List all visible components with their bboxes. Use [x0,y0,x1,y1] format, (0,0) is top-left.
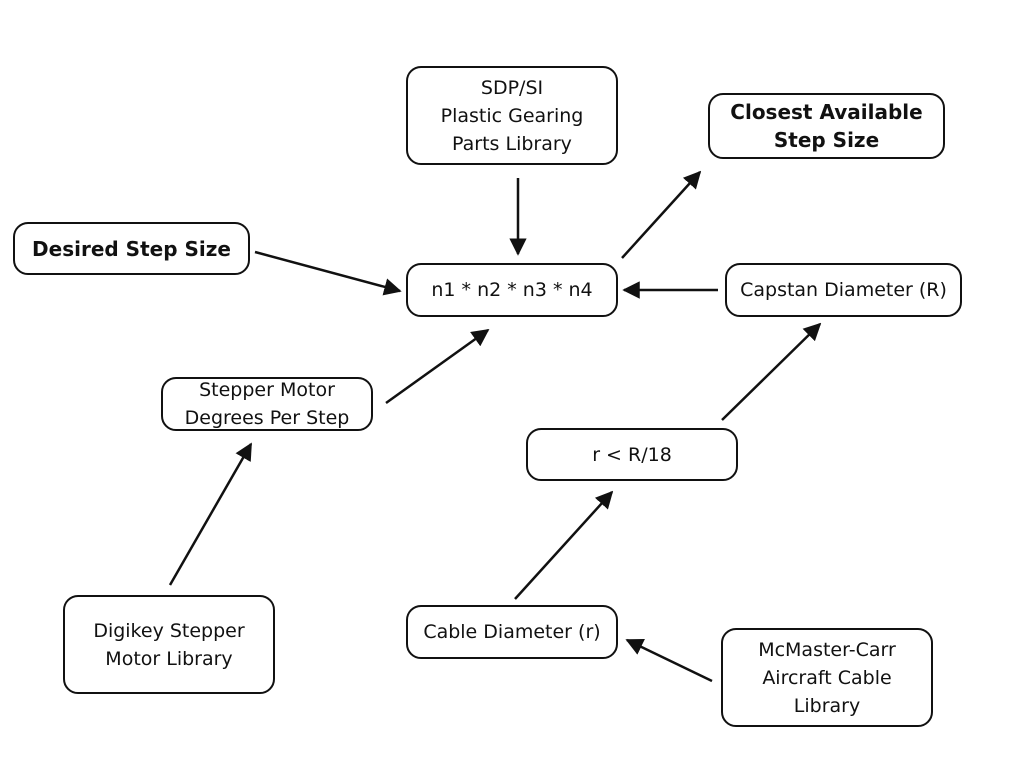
node-digikey-line-2: Motor Library [105,647,233,670]
node-mcmaster-line-3: Library [793,694,861,717]
node-ratio-line-1: r < R/18 [592,443,672,466]
arrow-digikey-to-stepper [168,442,253,586]
arrow-ratio-to-capstan [721,322,822,421]
node-sdp-line-3: Parts Library [452,132,572,155]
arrow-stepper-to-product [385,328,490,405]
node-cable-line-1: Cable Diameter (r) [423,621,601,643]
node-stepper-motor-degrees-per-step: Stepper Motor Degrees Per Step [161,377,373,431]
node-sdp-line-2: Plastic Gearing [440,104,584,127]
node-capstan-line-1: Capstan Diameter (R) [740,279,947,301]
node-sdp-line-1: SDP/SI [480,76,544,99]
node-closest-line-1: Closest Available [730,100,923,124]
node-cable-constraint: r < R/18 [526,428,738,481]
arrow-desired-to-product [254,250,402,296]
arrow-cable-to-ratio [514,490,614,600]
node-sdp-si-plastic-gearing-library: SDP/SI Plastic Gearing Parts Library [406,66,618,165]
node-stepper-line-1: Stepper Motor [199,379,335,401]
node-desired-line-1: Desired Step Size [32,236,231,261]
node-gear-ratio-product: n1 * n2 * n3 * n4 [406,263,618,317]
node-product-line-1: n1 * n2 * n3 * n4 [431,279,593,301]
node-desired-step-size: Desired Step Size [13,222,250,275]
node-capstan-diameter: Capstan Diameter (R) [725,263,962,317]
node-mcmaster-line-2: Aircraft Cable [762,666,892,689]
node-closest-available-step-size: Closest Available Step Size [708,93,945,159]
arrow-mcmaster-to-cable [625,638,713,683]
node-stepper-line-2: Degrees Per Step [184,407,350,429]
node-digikey-line-1: Digikey Stepper [93,619,245,642]
node-closest-line-2: Step Size [773,128,880,152]
node-mcmaster-line-1: McMaster-Carr [758,638,896,661]
node-cable-diameter: Cable Diameter (r) [406,605,618,659]
node-mcmaster-carr-aircraft-cable-library: McMaster-Carr Aircraft Cable Library [721,628,933,727]
node-digikey-stepper-motor-library: Digikey Stepper Motor Library [63,595,275,694]
arrow-product-to-closest [621,170,702,259]
